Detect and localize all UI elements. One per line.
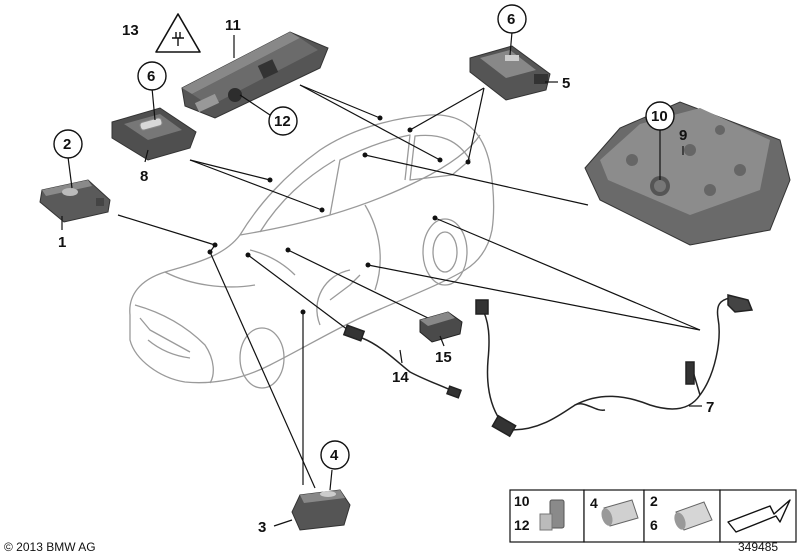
part-lamp-5	[469, 45, 551, 101]
diagram-id: 349485	[738, 540, 779, 554]
legend-box3-bottom: 6	[650, 517, 658, 533]
callout-12: 12	[274, 113, 291, 130]
warning-triangle-icon	[155, 13, 201, 53]
car-outline	[129, 114, 495, 389]
callout-5: 5	[562, 75, 570, 92]
festoon-bulb-small-icon	[674, 501, 713, 531]
callout-15: 15	[435, 349, 452, 366]
leader-lines	[117, 84, 701, 489]
callout-11: 11	[225, 17, 241, 34]
legend-box1-top: 10	[514, 493, 530, 509]
callout-2: 2	[63, 136, 71, 153]
callout-circles	[53, 4, 675, 470]
festoon-bulb-icon	[601, 499, 639, 527]
callout-1: 1	[58, 234, 66, 251]
callout-6-left: 6	[147, 68, 155, 85]
callout-9: 9	[679, 127, 687, 144]
part-lamp-3	[291, 489, 351, 531]
callout-4: 4	[330, 447, 339, 464]
legend-box1-bottom: 12	[514, 517, 530, 533]
arrow-icon	[727, 499, 791, 533]
callout-leaders	[61, 31, 702, 527]
part-panel-9	[584, 101, 791, 246]
callout-7: 7	[706, 399, 714, 416]
part-sensor-15	[419, 311, 463, 343]
part-lamp-8	[111, 107, 197, 161]
copyright-text: © 2013 BMW AG	[4, 540, 96, 554]
callout-10: 10	[651, 108, 668, 125]
wedge-bulb-icon	[539, 499, 565, 531]
callout-14: 14	[392, 369, 409, 386]
part-cable-14	[342, 324, 462, 399]
part-module-11	[181, 31, 329, 119]
legend-box3-top: 2	[650, 493, 658, 509]
callout-3: 3	[258, 519, 266, 536]
leader-dots	[207, 115, 471, 315]
callout-labels: 2 1 6 8 13 11 12 6 5 10 9 7 14 15 4 3	[58, 11, 714, 536]
legend-boxes: 10 12 4 2 6	[509, 489, 797, 543]
part-harness-7	[475, 294, 754, 438]
callout-6-right: 6	[507, 11, 515, 28]
callout-8: 8	[140, 168, 148, 185]
part-lamp-1	[39, 179, 111, 223]
legend-box2: 4	[590, 495, 598, 511]
callout-13: 13	[122, 22, 139, 39]
